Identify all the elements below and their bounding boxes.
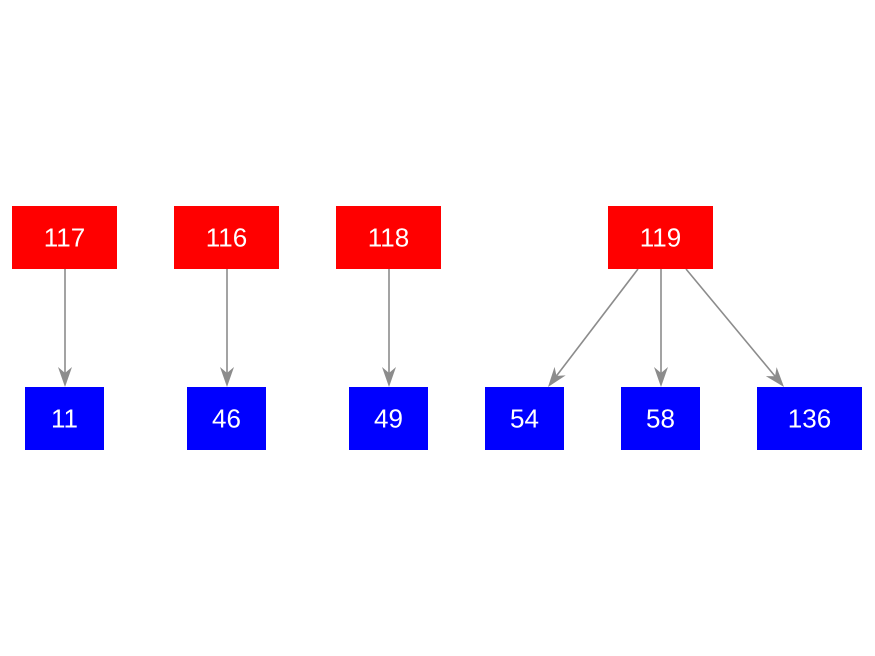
parent-node-box bbox=[608, 206, 713, 269]
child-node-box bbox=[349, 387, 428, 450]
node-label: 58 bbox=[646, 404, 675, 434]
arrowhead-icon bbox=[382, 367, 396, 387]
edge-116-to-46 bbox=[220, 269, 234, 387]
node-58: 58 bbox=[621, 387, 700, 450]
child-node-box bbox=[621, 387, 700, 450]
arrowhead-icon bbox=[548, 366, 566, 387]
edge-line bbox=[685, 268, 776, 377]
node-label: 136 bbox=[788, 404, 831, 434]
edge-119-to-58 bbox=[654, 269, 668, 387]
edge-119-to-136 bbox=[685, 268, 784, 387]
node-119: 119 bbox=[608, 206, 713, 269]
node-label: 49 bbox=[374, 404, 403, 434]
child-node-box bbox=[757, 387, 862, 450]
arrowhead-icon bbox=[765, 367, 784, 387]
node-label: 46 bbox=[212, 404, 241, 434]
node-46: 46 bbox=[187, 387, 266, 450]
nodes-layer: 117 116 118 119 11 46 49 54 58 136 bbox=[12, 206, 862, 450]
node-label: 11 bbox=[51, 404, 78, 434]
edge-118-to-49 bbox=[382, 269, 396, 387]
arrowhead-icon bbox=[58, 367, 72, 387]
parent-node-box bbox=[12, 206, 117, 269]
node-label: 118 bbox=[368, 223, 409, 253]
parent-node-box bbox=[336, 206, 441, 269]
node-label: 54 bbox=[510, 404, 539, 434]
node-label: 116 bbox=[206, 223, 247, 253]
node-117: 117 bbox=[12, 206, 117, 269]
edge-117-to-11 bbox=[58, 269, 72, 387]
child-node-box bbox=[187, 387, 266, 450]
node-11: 11 bbox=[25, 387, 104, 450]
arrowhead-icon bbox=[654, 367, 668, 387]
node-49: 49 bbox=[349, 387, 428, 450]
node-label: 117 bbox=[44, 223, 85, 253]
parent-node-box bbox=[174, 206, 279, 269]
edge-line bbox=[555, 268, 639, 377]
node-136: 136 bbox=[757, 387, 862, 450]
node-118: 118 bbox=[336, 206, 441, 269]
child-node-box bbox=[485, 387, 564, 450]
node-116: 116 bbox=[174, 206, 279, 269]
node-label: 119 bbox=[640, 223, 681, 253]
edge-119-to-54 bbox=[548, 268, 639, 387]
arrowhead-icon bbox=[220, 367, 234, 387]
child-node-box bbox=[25, 387, 104, 450]
node-54: 54 bbox=[485, 387, 564, 450]
edges-layer bbox=[58, 268, 784, 387]
